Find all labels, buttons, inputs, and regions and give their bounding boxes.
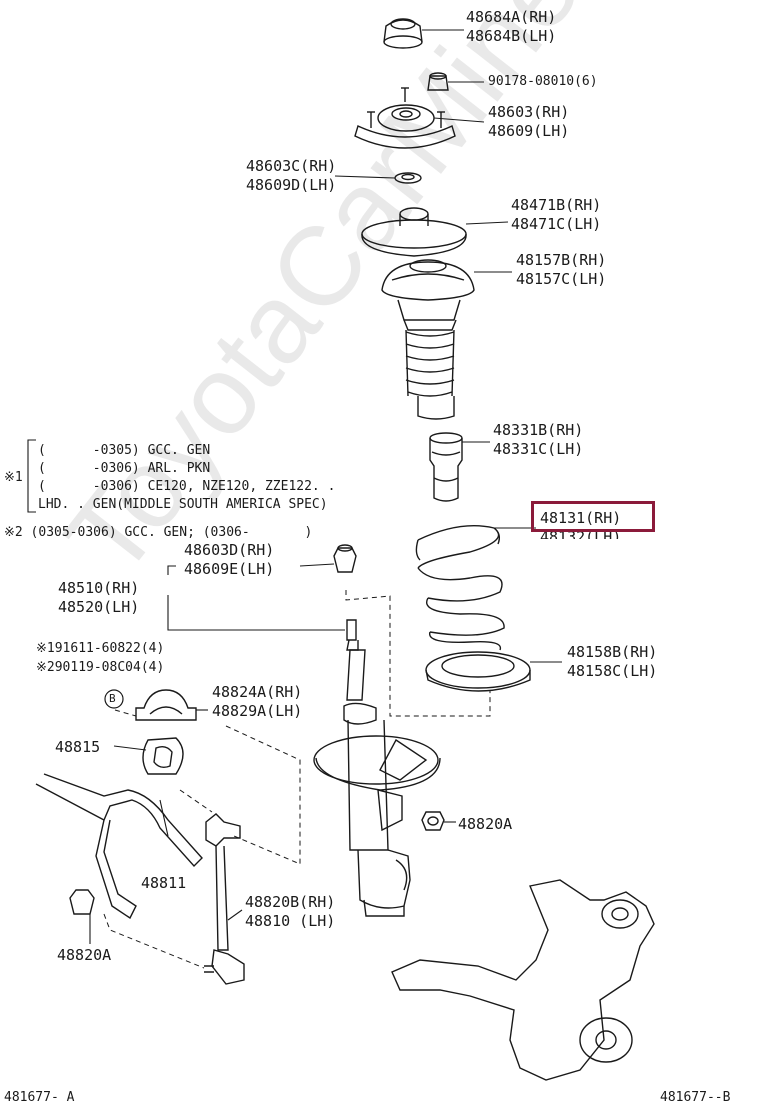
nut-part-48603d: [333, 544, 357, 573]
note-line-mark-2: ※2 (0305-0306) GCC. GEN; (0306- ): [4, 525, 313, 540]
label-48158c: 48158C(LH): [567, 662, 658, 680]
label-48331c: 48331C(LH): [493, 440, 584, 458]
label-48829a: 48829A(LH): [212, 702, 303, 720]
label-48157c: 48157C(LH): [516, 270, 607, 288]
insulator-part-48157: [381, 259, 475, 420]
label-48820a-left: 48820A: [57, 946, 112, 964]
label-48609d: 48609D(LH): [246, 176, 337, 194]
label-48609: 48609(LH): [488, 122, 570, 140]
notes-bracket: [27, 439, 36, 513]
label-91611: ※191611-60822(4): [36, 641, 165, 656]
label-48471b: 48471B(RH): [511, 196, 602, 214]
leader-lines: [89, 29, 562, 944]
label-48603: 48603(RH): [488, 103, 570, 121]
circle-b-label: B: [109, 692, 116, 705]
label-48820b: 48820B(RH): [245, 893, 336, 911]
label-48824a: 48824A(RH): [212, 683, 303, 701]
label-48331b: 48331B(RH): [493, 421, 584, 439]
note-mark-1: ※1: [4, 470, 23, 485]
nut-part-90178: [427, 72, 449, 91]
coil-spring-part-48131: [415, 525, 505, 651]
label-48603c: 48603C(RH): [246, 157, 337, 175]
note-line-1: ( -0305) GCC. GEN: [38, 443, 211, 458]
bushing-part-48815: [142, 737, 184, 775]
bumper-part-48331: [429, 432, 463, 502]
cap-part-48684: [383, 18, 423, 49]
label-48132: 48132(LH): [540, 528, 622, 539]
note-line-2: ( -0306) ARL. PKN: [38, 461, 211, 476]
lower-insulator-part-48158: [425, 651, 531, 692]
nut-part-48820a-left: [69, 889, 95, 915]
label-48131: 48131(RH): [540, 509, 622, 527]
dashed-lines: [103, 590, 491, 969]
strut-part-48510: [313, 619, 441, 917]
note-line-3: ( -0306) CE120, NZE120, ZZE122. .: [38, 479, 336, 494]
label-48684a: 48684A(RH): [466, 8, 557, 26]
seat-part-48471: [361, 207, 467, 257]
label-48820a-right: 48820A: [458, 815, 513, 833]
knuckle-part: [391, 879, 655, 1081]
note-line-4: LHD. . GEN(MIDDLE SOUTH AMERICA SPEC): [38, 497, 328, 512]
label-48815: 48815: [55, 738, 101, 756]
label-90119: ※290119-08C04(4): [36, 660, 165, 675]
footer-right-code: 481677--B: [660, 1090, 731, 1105]
circle-b-marker: [104, 689, 124, 709]
label-48158b: 48158B(RH): [567, 643, 658, 661]
label-48157b: 48157B(RH): [516, 251, 607, 269]
nut-part-48820a-right: [421, 811, 445, 831]
label-48471c: 48471C(LH): [511, 215, 602, 233]
label-48810: 48810 (LH): [245, 912, 336, 930]
label-90178: 90178-08010(6): [488, 74, 598, 89]
highlight-box-48131: [531, 501, 655, 532]
label-48811: 48811: [141, 874, 187, 892]
label-48684b: 48684B(LH): [466, 27, 557, 45]
label-48520: 48520(LH): [58, 598, 140, 616]
stabilizer-bar-part-48811: [35, 773, 203, 920]
label-48609e: 48609E(LH): [184, 560, 275, 578]
washer-part-48603c: [394, 172, 422, 184]
label-48603d: 48603D(RH): [184, 541, 275, 559]
bracket-part-48824: [135, 689, 197, 721]
label-48510: 48510(RH): [58, 579, 140, 597]
footer-left-code: 481677- A: [4, 1090, 75, 1105]
link-part-48820b: [204, 813, 245, 985]
